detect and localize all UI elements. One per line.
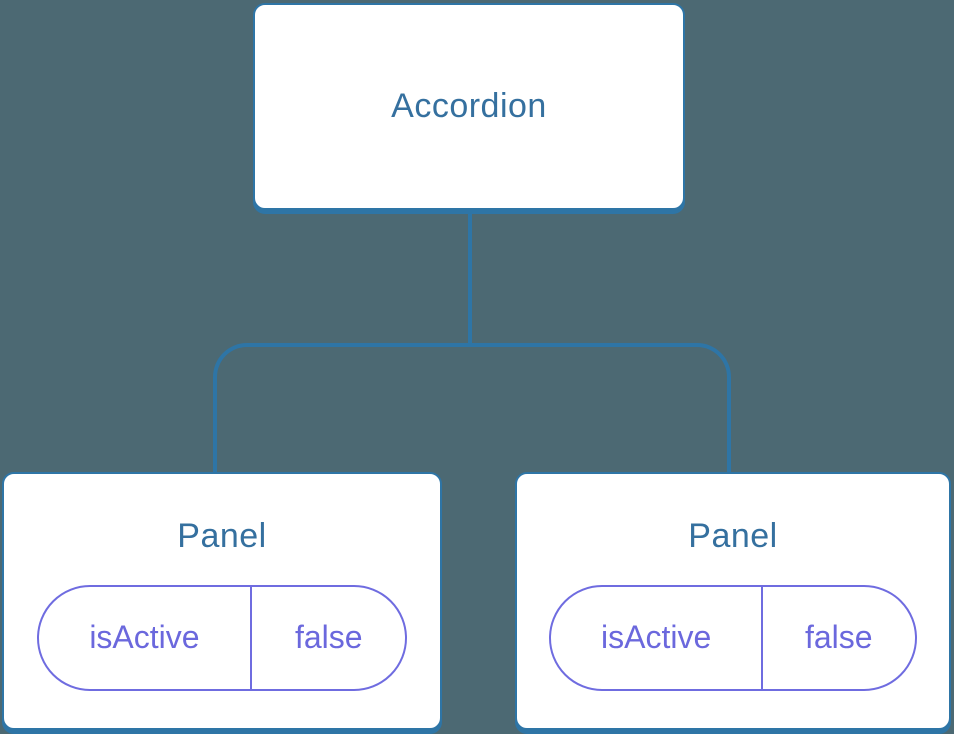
state-key-right: isActive [601,619,712,656]
state-value-left: false [250,586,405,689]
connector-stem [468,211,472,345]
node-panel-right-label: Panel [688,517,778,555]
state-key-left: isActive [89,619,200,656]
node-panel-right: Panel isActive false [515,472,951,730]
node-panel-left-label: Panel [177,517,267,555]
state-value-right: false [760,586,915,689]
connector-branch [213,343,731,472]
state-pill-right: isActive false [549,584,917,691]
node-accordion-label: Accordion [391,87,547,125]
state-pill-left: isActive false [36,584,408,691]
node-accordion: Accordion [253,3,685,210]
node-panel-left: Panel isActive false [2,472,442,730]
